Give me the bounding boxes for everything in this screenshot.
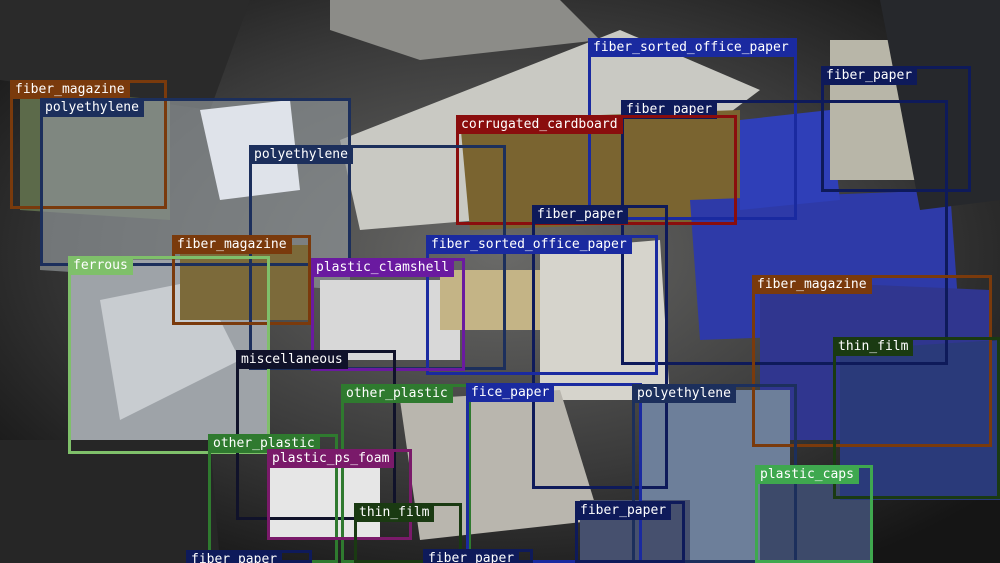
detection-label: fice_paper [466, 383, 555, 402]
detection-label: fiber_sorted_office_paper [588, 38, 794, 57]
detection-label: miscellaneous [236, 350, 348, 369]
detection-label: polyethylene [40, 98, 144, 117]
detection-box-plastic-ps-foam: plastic_ps_foam [267, 449, 412, 540]
detection-label: plastic_clamshell [311, 258, 455, 277]
detection-box-polyethylene: polyethylene [40, 98, 351, 266]
detection-box-fiber-magazine: fiber_magazine [752, 275, 992, 447]
detection-label: fiber_paper [621, 100, 718, 119]
detection-label: other_plastic [208, 434, 320, 453]
detection-label: plastic_ps_foam [267, 449, 395, 468]
detection-label: thin_film [833, 337, 914, 356]
detection-label: polyethylene [632, 384, 736, 403]
detection-box-fiber-paper: fiber_paper [575, 501, 685, 563]
detection-label: fiber_paper [423, 549, 520, 563]
detection-label: fiber_paper [532, 205, 629, 224]
detection-label: fiber_paper [821, 66, 918, 85]
detection-label: plastic_caps [755, 465, 859, 484]
detection-box-miscellaneous: miscellaneous [236, 350, 396, 520]
detection-label: corrugated_cardboard [456, 115, 623, 134]
detection-label: fiber_magazine [10, 80, 130, 99]
detection-label: thin_film [354, 503, 435, 522]
detection-label: polyethylene [249, 145, 353, 164]
detection-box-fiber-paper: fiber_paper [821, 66, 971, 192]
detection-box-fiber-paper: fiber_paper [621, 100, 948, 365]
detection-label: fiber_sorted_office_paper [426, 235, 632, 254]
detection-box-fiber-magazine: fiber_magazine [10, 80, 167, 209]
detection-box-plastic-clamshell: plastic_clamshell [311, 258, 465, 371]
detection-box-fiber-paper: fiber_paper [423, 549, 533, 563]
detection-box-fiber-sorted-office-paper: fice_paper [466, 383, 642, 563]
detection-label: fiber_paper [575, 501, 672, 520]
detection-box-fiber-paper: fiber_paper [186, 550, 312, 563]
detection-label: fiber_paper [186, 550, 283, 563]
detection-label: ferrous [68, 256, 133, 275]
detection-box-fiber-sorted-office-paper: fiber_sorted_office_paper [426, 235, 658, 375]
detection-label: other_plastic [341, 384, 453, 403]
detection-box-thin-film: thin_film [833, 337, 1000, 499]
detection-box-plastic-caps: plastic_caps [755, 465, 873, 563]
detection-box-thin-film: thin_film [354, 503, 462, 563]
detection-label: fiber_magazine [172, 235, 292, 254]
detection-box-fiber-magazine: fiber_magazine [172, 235, 311, 325]
detection-box-corrugated-cardboard: corrugated_cardboard [456, 115, 737, 225]
detection-label: fiber_magazine [752, 275, 872, 294]
detection-box-fiber-paper: fiber_paper [532, 205, 668, 489]
